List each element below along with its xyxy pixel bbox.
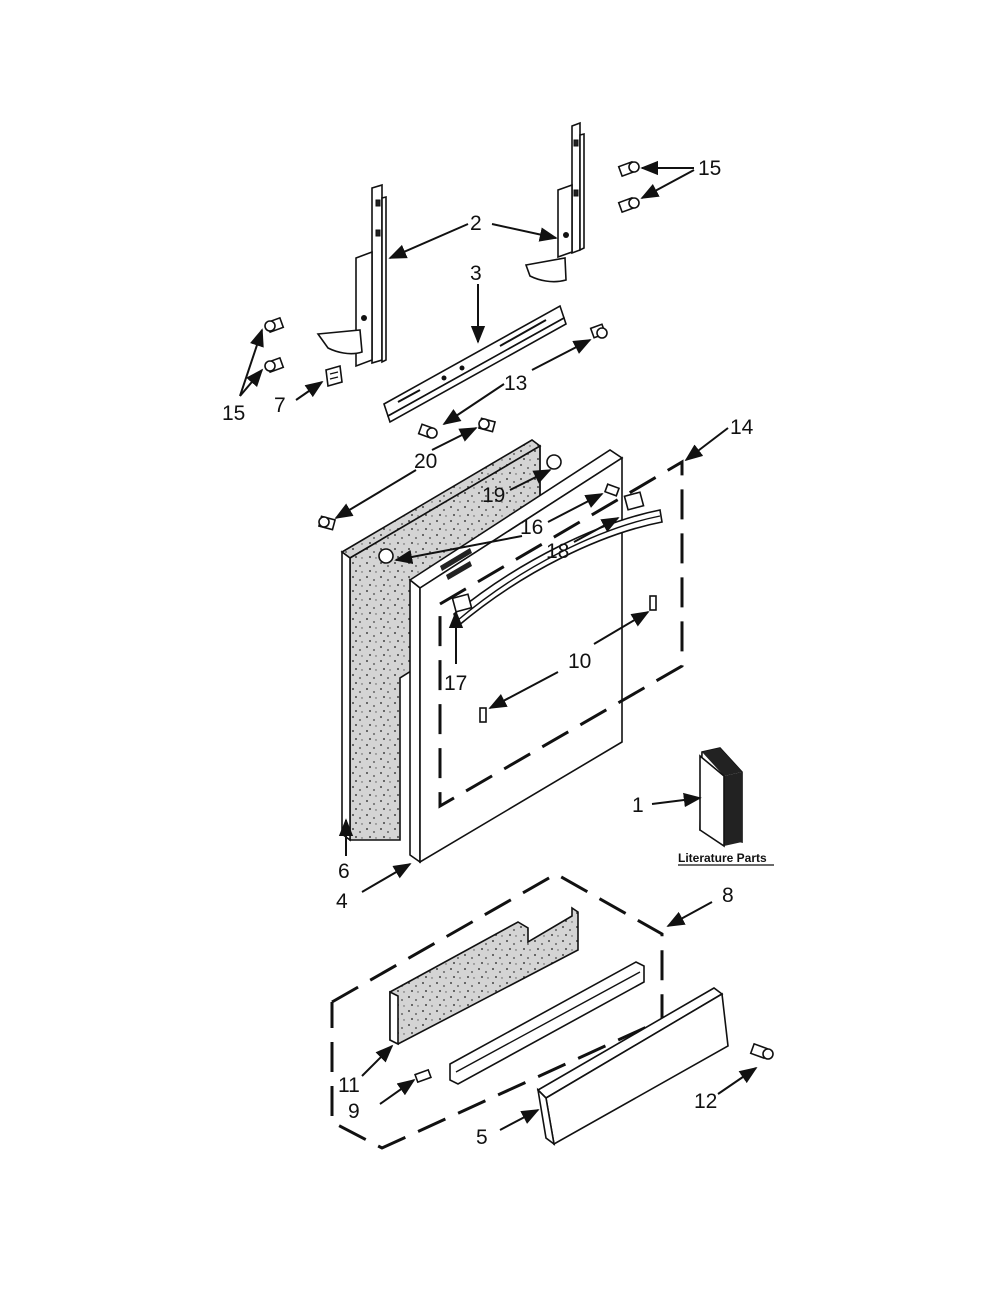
callout-14: 14 xyxy=(730,416,754,439)
callout-15-left: 15 xyxy=(222,402,245,425)
door-assembly-outline xyxy=(438,459,684,809)
callout-1: 1 xyxy=(632,794,644,817)
literature-parts-label: Literature Parts xyxy=(678,851,767,865)
callout-20: 20 xyxy=(414,450,437,473)
leader-lines xyxy=(239,160,758,1131)
left-hinge-bracket xyxy=(316,183,387,368)
right-hinge-bracket xyxy=(524,121,585,283)
callout-7: 7 xyxy=(274,394,286,417)
callout-13: 13 xyxy=(504,372,527,395)
hole-plug-right xyxy=(649,595,657,611)
callout-18: 18 xyxy=(546,540,569,563)
kick-plate-screw xyxy=(749,1042,774,1060)
toe-panel-strip xyxy=(414,961,645,1085)
callout-5: 5 xyxy=(476,1126,488,1149)
hinge-screw-left-top xyxy=(264,316,285,334)
callout-2: 2 xyxy=(470,212,482,235)
hinge-screw-right-top xyxy=(617,160,640,178)
callout-6: 6 xyxy=(338,860,350,883)
callout-12: 12 xyxy=(694,1090,717,1113)
handle-mount-left xyxy=(451,593,473,613)
handle-mount-right xyxy=(623,491,645,511)
callout-19: 19 xyxy=(482,484,505,507)
callout-10: 10 xyxy=(568,650,591,673)
callout-3: 3 xyxy=(470,262,482,285)
panel-screw-top xyxy=(477,417,497,433)
outer-door-panel xyxy=(378,449,624,864)
panel-screw-left xyxy=(317,515,337,531)
callout-15-right: 15 xyxy=(698,157,721,180)
callout-17: 17 xyxy=(444,672,467,695)
callout-16: 16 xyxy=(520,516,543,539)
hinge-screw-right-bottom xyxy=(617,196,640,214)
toe-panel-insulation xyxy=(389,906,579,1046)
callout-4: 4 xyxy=(336,890,348,913)
handle-screw xyxy=(603,483,621,497)
rail-screw-left xyxy=(417,423,438,439)
spacer-block xyxy=(325,364,343,388)
kick-plate xyxy=(536,987,729,1146)
callout-9: 9 xyxy=(348,1100,360,1123)
literature-booklet xyxy=(699,747,743,848)
callout-8: 8 xyxy=(722,884,734,907)
hole-plug-left xyxy=(479,707,487,723)
hinge-rail xyxy=(383,304,567,424)
rail-screw-right xyxy=(589,323,608,339)
door-handle xyxy=(453,509,663,628)
callout-11: 11 xyxy=(338,1074,360,1097)
hinge-screw-left-bottom xyxy=(264,356,285,374)
